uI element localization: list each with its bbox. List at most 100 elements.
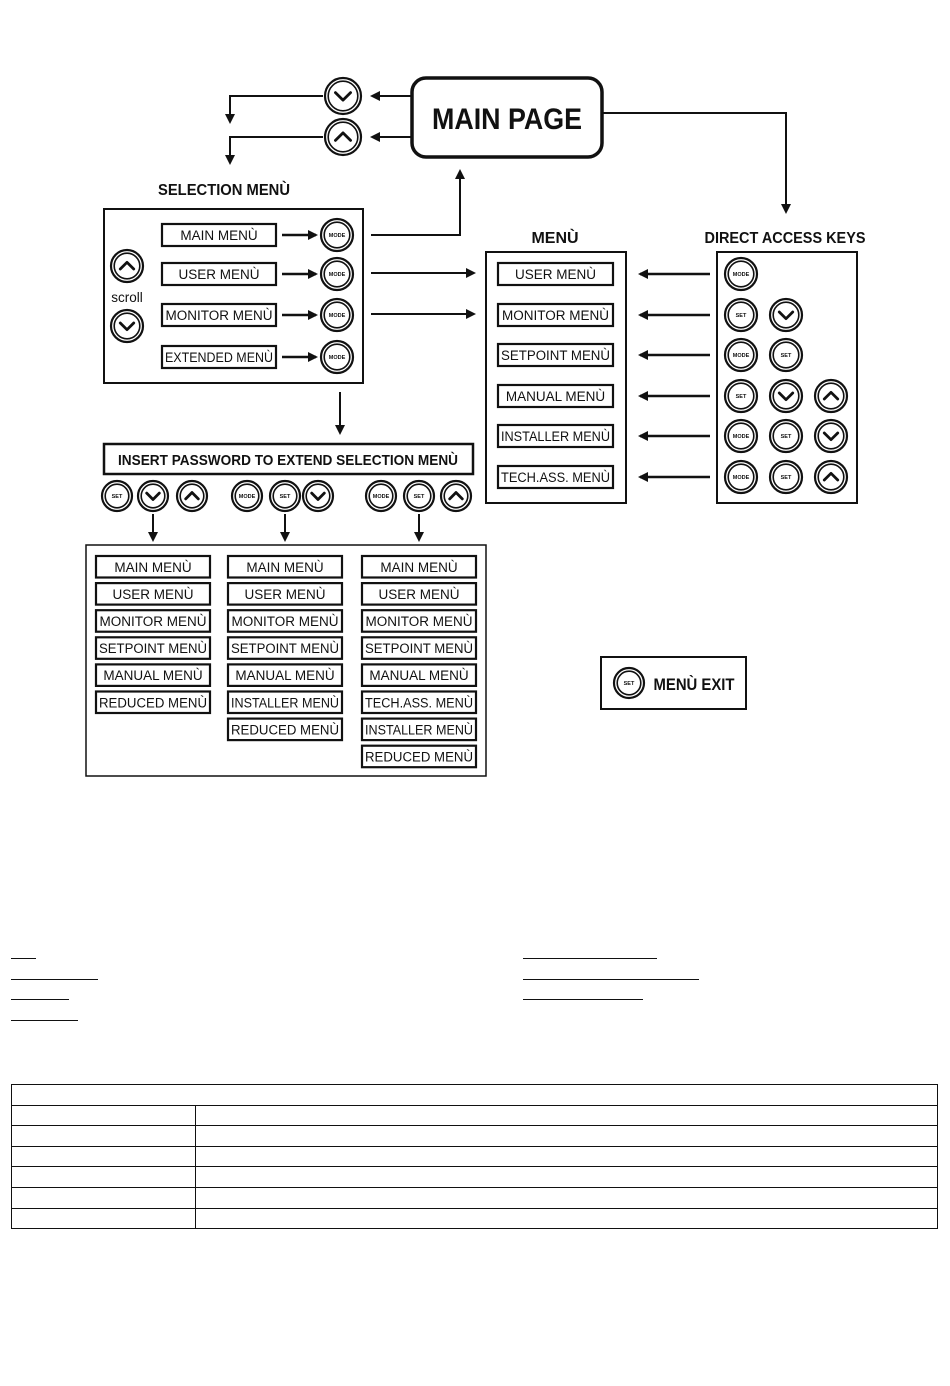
- mode-button[interactable]: MODE: [319, 339, 355, 375]
- extended-frame: [85, 544, 487, 777]
- mode-button[interactable]: MODE: [319, 256, 355, 292]
- mode-button[interactable]: MODE: [364, 479, 398, 513]
- set-button[interactable]: SET: [612, 666, 646, 700]
- scroll-up-button-inner: [113, 252, 141, 280]
- extended-col1-item-1-box: [94, 554, 212, 579]
- set-button[interactable]: SET: [768, 459, 804, 495]
- chevron-up-icon: [184, 491, 200, 501]
- chevron-up-icon: [822, 471, 840, 482]
- set-button-inner: [727, 382, 755, 410]
- scroll-down-button[interactable]: [768, 378, 804, 414]
- extended-col1-item-6-box: [94, 690, 212, 715]
- set-button-text: SET: [781, 353, 792, 359]
- mode-button-text: MODE: [733, 475, 750, 481]
- scroll-up-button[interactable]: [439, 479, 473, 513]
- scroll-down-button[interactable]: [323, 76, 363, 116]
- scroll-up-button-outer: [175, 479, 209, 513]
- extended-col2-item-3-label: MONITOR MENÙ: [232, 614, 339, 629]
- underline-bar: [11, 1020, 78, 1021]
- mode-button-outer: [319, 217, 355, 253]
- scroll-down-button-outer: [323, 76, 363, 116]
- extended-col1-item-1-label: MAIN MENÙ: [114, 560, 191, 575]
- scroll-up-button-outer: [813, 459, 849, 495]
- mode-button-inner: [323, 343, 351, 371]
- set-button-inner: [772, 463, 800, 491]
- scroll-up-button[interactable]: [323, 117, 363, 157]
- extended-col2-item-7-box: [226, 717, 344, 742]
- set-button[interactable]: SET: [268, 479, 302, 513]
- set-button-text: SET: [736, 313, 747, 319]
- table-row: [11, 1145, 938, 1168]
- mode-button[interactable]: MODE: [723, 459, 759, 495]
- set-button[interactable]: SET: [723, 297, 759, 333]
- menu-item-6-box: [496, 464, 615, 490]
- menu-item-4-box: [496, 383, 615, 409]
- set-button[interactable]: SET: [768, 337, 804, 373]
- extended-col1-item-3-label: MONITOR MENÙ: [100, 614, 207, 629]
- scroll-down-button[interactable]: [813, 418, 849, 454]
- scroll-down-button-outer: [768, 378, 804, 414]
- set-button-text: SET: [781, 434, 792, 440]
- scroll-up-button[interactable]: [175, 479, 209, 513]
- mode-button[interactable]: MODE: [723, 337, 759, 373]
- table-row: [11, 1166, 938, 1188]
- scroll-down-button-inner: [327, 80, 359, 112]
- scroll-up-button-outer: [813, 378, 849, 414]
- menu-exit-box: [600, 656, 747, 710]
- selection-item-1: MAIN MENÙ: [160, 222, 278, 248]
- mode-button-outer: [319, 256, 355, 292]
- scroll-down-button-outer: [109, 308, 145, 344]
- mode-button-inner: [727, 341, 755, 369]
- chevron-up-icon: [118, 260, 136, 271]
- set-button-text: SET: [414, 494, 425, 500]
- extended-col2-item-5-box: [226, 663, 344, 688]
- scroll-down-button[interactable]: [768, 297, 804, 333]
- selection-item-3-label: MONITOR MENÙ: [166, 308, 273, 323]
- scroll-up-button[interactable]: [109, 248, 145, 284]
- extended-col1-item-4-label: SETPOINT MENÙ: [99, 641, 207, 656]
- scroll-up-button[interactable]: [813, 378, 849, 414]
- menu-item-4-label: MANUAL MENÙ: [506, 389, 605, 404]
- set-button[interactable]: SET: [100, 479, 134, 513]
- extended-col3-item-7: INSTALLER MENÙ: [360, 717, 478, 742]
- table-row: [11, 1207, 938, 1230]
- mode-button[interactable]: MODE: [723, 256, 759, 292]
- table-header-row: [11, 1084, 938, 1106]
- selection-item-2-box: [160, 261, 278, 287]
- scroll-up-button[interactable]: [813, 459, 849, 495]
- table-row: [11, 1125, 938, 1147]
- extended-col1-item-6: REDUCED MENÙ: [94, 690, 212, 715]
- mode-button[interactable]: MODE: [319, 297, 355, 333]
- set-button-outer: [723, 297, 759, 333]
- scroll-down-button-outer: [301, 479, 335, 513]
- selection-item-1-label: MAIN MENÙ: [180, 228, 257, 243]
- mode-button-text: MODE: [373, 494, 390, 500]
- mode-button-text: MODE: [329, 355, 346, 361]
- set-button-text: SET: [781, 475, 792, 481]
- extended-col3-item-1-box: [360, 554, 478, 579]
- mode-button[interactable]: MODE: [723, 418, 759, 454]
- mode-button-text: MODE: [329, 233, 346, 239]
- extended-col3-item-6-label: TECH.ASS. MENÙ: [365, 695, 473, 710]
- set-button[interactable]: SET: [402, 479, 436, 513]
- mode-button[interactable]: MODE: [230, 479, 264, 513]
- mode-button[interactable]: MODE: [319, 217, 355, 253]
- mode-button-outer: [723, 459, 759, 495]
- selection-menu-frame: [103, 208, 364, 384]
- set-button-outer: [768, 459, 804, 495]
- selection-item-4-label: EXTENDED MENÙ: [165, 350, 273, 365]
- extended-col3-item-6-box: [360, 690, 478, 715]
- chevron-down-icon: [822, 431, 840, 442]
- mode-button-outer: [723, 337, 759, 373]
- scroll-down-button-inner: [305, 483, 331, 509]
- scroll-down-button[interactable]: [301, 479, 335, 513]
- set-button[interactable]: SET: [768, 418, 804, 454]
- menu-title: MENÙ: [531, 228, 578, 247]
- scroll-down-button[interactable]: [136, 479, 170, 513]
- set-button-inner: [104, 483, 130, 509]
- extended-col3-item-3-label: MONITOR MENÙ: [366, 614, 473, 629]
- scroll-down-button[interactable]: [109, 308, 145, 344]
- set-button[interactable]: SET: [723, 378, 759, 414]
- chevron-down-icon: [777, 310, 795, 321]
- mode-button-outer: [230, 479, 264, 513]
